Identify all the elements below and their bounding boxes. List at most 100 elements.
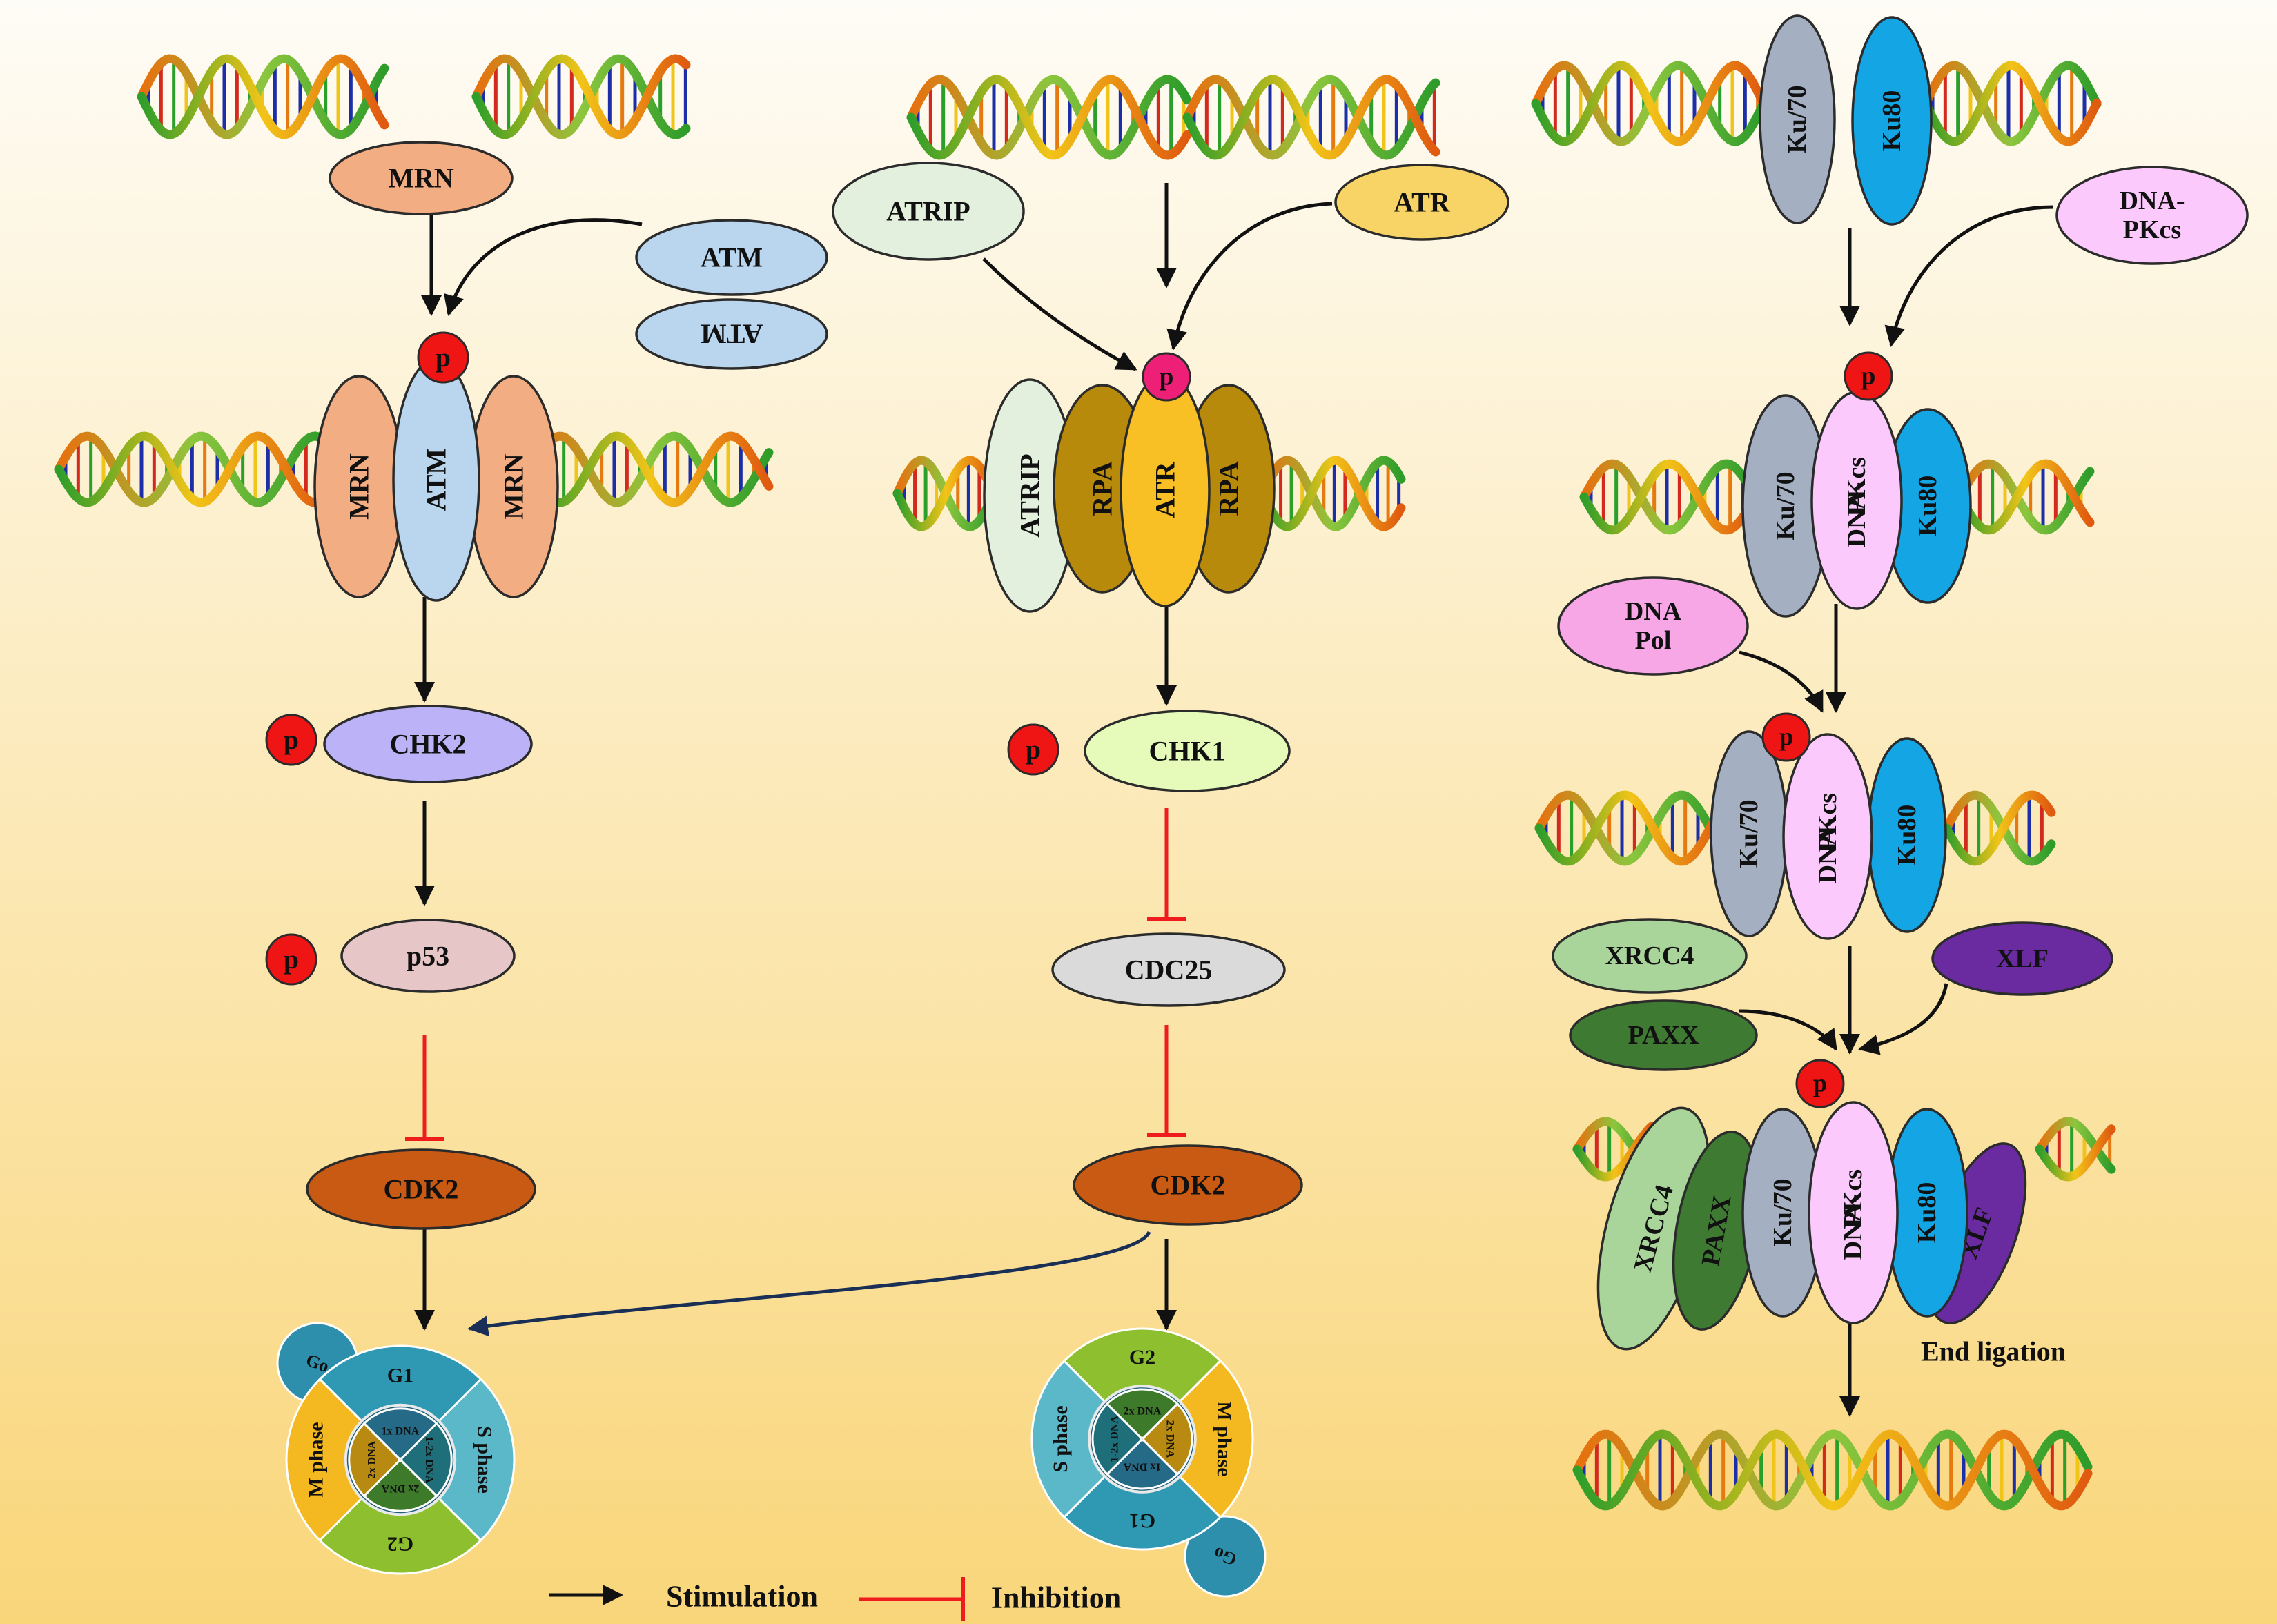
cdk2-right-node-label: CDK2: [1151, 1170, 1226, 1201]
cdk2-left-node-shape: [306, 1148, 536, 1230]
mrn-free-node-shape: [329, 141, 514, 215]
dna-strand: [1579, 459, 1755, 535]
paxx-free-node: PAXX: [1569, 999, 1758, 1071]
dna-content-quadrant: [1142, 1402, 1193, 1476]
phospho-nhej-3: p: [1795, 1059, 1845, 1108]
dna-strand: [1921, 61, 2102, 146]
atrip-free-node: ATRIP: [832, 162, 1025, 261]
paxx-free-node-shape: [1569, 999, 1758, 1071]
atm-free-node: ATM: [635, 219, 828, 296]
arrow-atm-to-complex: [444, 218, 643, 316]
dnapkcs-free-node-label-line1: DNA-: [2120, 186, 2185, 215]
phase-label-s: S phase: [1049, 1405, 1072, 1473]
end-ligation-label: End ligation: [1921, 1336, 2066, 1367]
complex2-ku70-label: Ku/70: [1734, 799, 1763, 868]
dna-strand: [1182, 75, 1440, 160]
complex-atrip: ATRIP: [983, 378, 1077, 613]
complex3-ku80: Ku80: [1886, 1108, 1968, 1318]
complex3-ku80-label: Ku80: [1913, 1182, 1942, 1244]
phase-label-m: M phase: [304, 1422, 327, 1497]
dna-helix-nhej-2-left: [1534, 790, 1729, 866]
dna-content-label: 2x DNA: [1164, 1420, 1176, 1458]
chk1-node-label: CHK1: [1149, 736, 1225, 767]
legend-inhibition-symbol: [859, 1577, 965, 1621]
dna-strand: [1942, 790, 2056, 866]
phospho-circle: [1142, 352, 1191, 402]
arrow-cdk2-to-cycle-left: [467, 1231, 1151, 1337]
xlf-free-node-label: XLF: [1996, 944, 2049, 973]
mrn-free-node-label: MRN: [388, 163, 454, 194]
dna-helix-atm-top-right: [471, 54, 691, 139]
dna-strand: [527, 431, 774, 507]
phospho-circle: [1844, 351, 1893, 401]
legend-inhibition-label: Inhibition: [991, 1581, 1121, 1615]
complex-rpa-right-label: RPA: [1213, 461, 1244, 516]
cdc25-node-label: CDC25: [1125, 955, 1213, 986]
mrn-free-node: MRN: [329, 141, 514, 215]
dna-content-label: 1x DNA: [1123, 1461, 1161, 1473]
ku80-free-node: Ku80: [1851, 16, 1933, 226]
complex2-ku70: Ku/70: [1710, 730, 1788, 937]
complex2-dnapkcs-label-line1: DNA-: [1813, 818, 1842, 883]
dna-content-label: 1-2x DNA: [1109, 1416, 1121, 1462]
complex2-ku80: Ku80: [1867, 737, 1947, 933]
dna-pol-node-label-line2: Pol: [1635, 626, 1672, 655]
complex-mrn-left-label: MRN: [344, 453, 375, 520]
dna-helix-nhej-top-right: [1921, 61, 2102, 146]
p53-node-shape: [340, 919, 516, 993]
phospho-label: p: [1779, 723, 1794, 752]
phospho-label: p: [1160, 363, 1174, 391]
dna-helix-atm-top-left: [137, 54, 389, 139]
dna-strand: [2035, 1117, 2116, 1174]
chk2-node: CHK2: [323, 705, 533, 783]
atm-mirrored-node-shape: [635, 298, 828, 370]
complex-mrn-right-label: MRN: [498, 453, 529, 520]
ku70-free-node: Ku/70: [1759, 14, 1836, 224]
complex1-ku70-label: Ku/70: [1771, 471, 1800, 540]
complex-atm-center: ATM: [392, 358, 480, 602]
xrcc4-free-node-shape: [1552, 918, 1748, 994]
phospho-chk2: p: [265, 714, 317, 766]
complex3-ku70: Ku/70: [1741, 1108, 1824, 1318]
dna-strand: [471, 54, 691, 139]
atr-free-node-label: ATR: [1394, 187, 1451, 218]
ku80-free-node-shape: [1851, 16, 1933, 226]
ku80-free-node-label: Ku80: [1877, 90, 1906, 152]
chk1-node: CHK1: [1084, 710, 1291, 792]
arrow-xlf-to-complex3: [1858, 983, 1948, 1055]
dna-content-label: 1-2x DNA: [423, 1436, 435, 1483]
complex2-dnapkcs-label-line2: PKcs: [1813, 793, 1842, 851]
complex-atm-center-label: ATM: [421, 449, 452, 511]
complex-mrn-left: MRN: [313, 375, 404, 598]
phospho-label: p: [436, 342, 451, 373]
dna-strand: [2035, 1124, 2116, 1182]
atm-mirrored-node-label: ATM: [701, 319, 763, 350]
complex3-dnapkcs-shape: [1808, 1101, 1899, 1324]
phospho-label: p: [1861, 362, 1876, 391]
arrow-dnapol-to-complex2: [1739, 650, 1824, 713]
dna-pol-node-shape: [1557, 576, 1749, 676]
inhibit-cdc25-cdk2: [1147, 1025, 1186, 1137]
inhibit-p53-cdk2: [405, 1035, 444, 1141]
dnapkcs-free-node: DNA-PKcs: [2055, 166, 2249, 265]
phospho-label: p: [1813, 1070, 1828, 1098]
dna-helix-atm-complex-left: [54, 431, 334, 507]
dna-helices: [54, 54, 2116, 1511]
dna-strand: [1258, 456, 1406, 531]
phospho-chk1: p: [1007, 723, 1059, 776]
complex3-dnapkcs: DNA-PKcs: [1808, 1101, 1899, 1324]
atm-mirrored-node: ATM: [635, 298, 828, 370]
phospho-circle: [1007, 723, 1059, 776]
dna-strand: [137, 54, 389, 139]
phospho-atr-complex: p: [1142, 352, 1191, 402]
dna-strand: [892, 456, 999, 531]
atm-free-node-label: ATM: [701, 242, 763, 273]
xlf-free-node-shape: [1931, 921, 2113, 996]
dna-strand: [1572, 1429, 2093, 1511]
arrow-atrip-to-complex: [982, 257, 1137, 371]
atm-free-node-shape: [635, 219, 828, 296]
dna-helix-nhej-2-right: [1942, 790, 2056, 866]
